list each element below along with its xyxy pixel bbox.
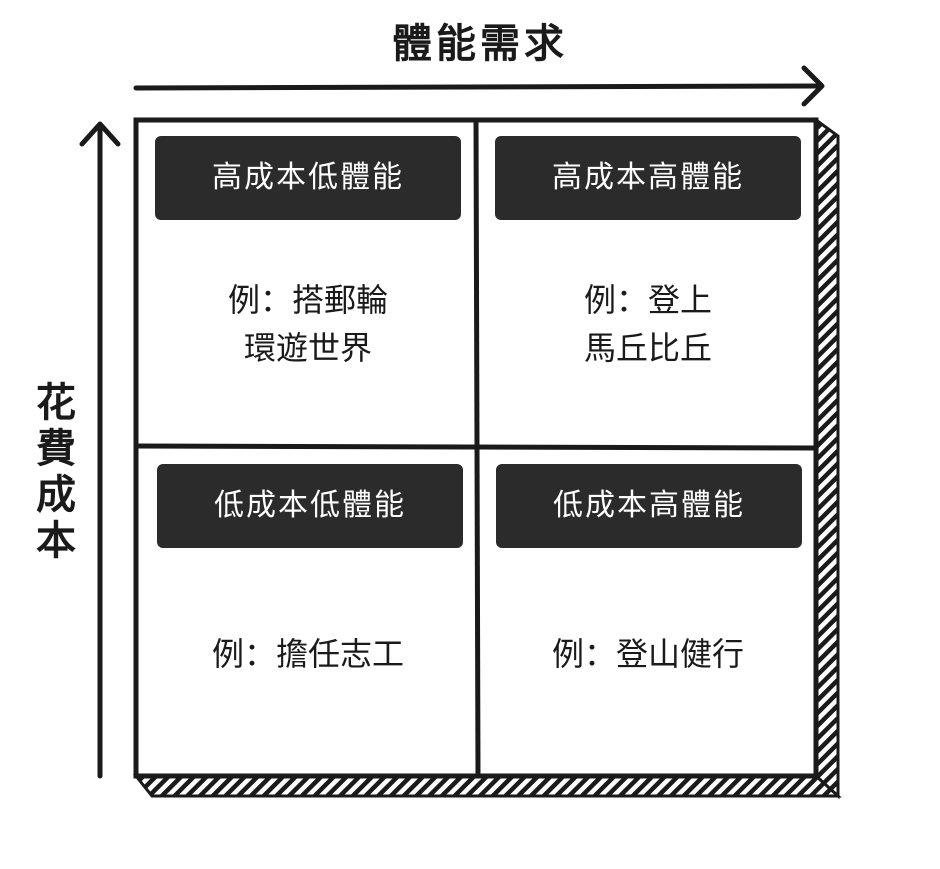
quadrant-label-bottom-right: 低成本高體能	[496, 464, 802, 548]
example-line: 例：搭郵輪	[227, 281, 388, 319]
grid-shadow-bottom	[132, 774, 842, 798]
example-line: 例：登上	[583, 281, 712, 319]
example-line: 環遊世界	[243, 329, 372, 367]
quadrant-example-bottom-right: 例：登山健行	[496, 630, 800, 678]
x-axis-title: 體能需求	[392, 21, 568, 67]
grid-shadow-right	[814, 117, 840, 800]
quadrant-label-top-left: 高成本低體能	[155, 136, 461, 220]
quadrant-example-top-right: 例：登上 馬丘比丘	[496, 276, 800, 372]
example-line: 馬丘比丘	[583, 329, 712, 367]
quadrant-label-top-right: 高成本高體能	[495, 136, 801, 220]
y-axis-title: 花費成本	[36, 380, 76, 564]
example-line: 例：擔任志工	[211, 635, 404, 673]
x-axis-arrowhead	[801, 65, 825, 107]
y-axis-arrowhead	[79, 121, 121, 147]
example-line: 例：登山健行	[551, 635, 744, 673]
quadrant-example-top-left: 例：搭郵輪 環遊世界	[156, 276, 460, 372]
quadrant-example-bottom-left: 例：擔任志工	[156, 630, 460, 678]
grid-horizontal-divider	[135, 443, 817, 451]
quadrant-label-bottom-left: 低成本低體能	[157, 464, 463, 548]
x-axis-arrow-line	[133, 83, 821, 91]
